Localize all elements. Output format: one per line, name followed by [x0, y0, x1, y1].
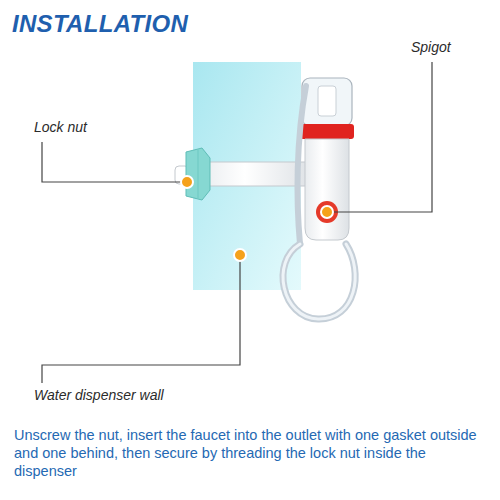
handle-highlight [283, 244, 355, 319]
callout-dot [181, 176, 193, 188]
leader-line [333, 62, 432, 212]
callout-dot [234, 249, 246, 261]
spigot-body [305, 139, 349, 240]
caption: Unscrew the nut, insert the faucet into … [14, 426, 486, 480]
title-holder: INSTALLATION [12, 10, 188, 38]
part-label: Water dispenser wall [32, 386, 166, 404]
handle-lever [298, 86, 306, 244]
callout-dot [321, 206, 333, 218]
label-holder: Water dispenser wall [32, 386, 166, 404]
red-band [300, 124, 354, 139]
label-holder: Spigot [409, 38, 453, 56]
lock-nut [186, 148, 210, 200]
leader-line [42, 261, 240, 383]
label-holder: Lock nut [32, 118, 89, 136]
part-label: Spigot [409, 38, 453, 56]
spigot-cap [302, 78, 352, 126]
title: INSTALLATION [12, 10, 188, 38]
caption-holder: Unscrew the nut, insert the faucet into … [14, 426, 486, 480]
cap-button [318, 86, 336, 116]
handle-loop [283, 244, 355, 319]
leader-line [42, 142, 181, 182]
part-label: Lock nut [32, 118, 89, 136]
nut-edge [198, 150, 199, 198]
